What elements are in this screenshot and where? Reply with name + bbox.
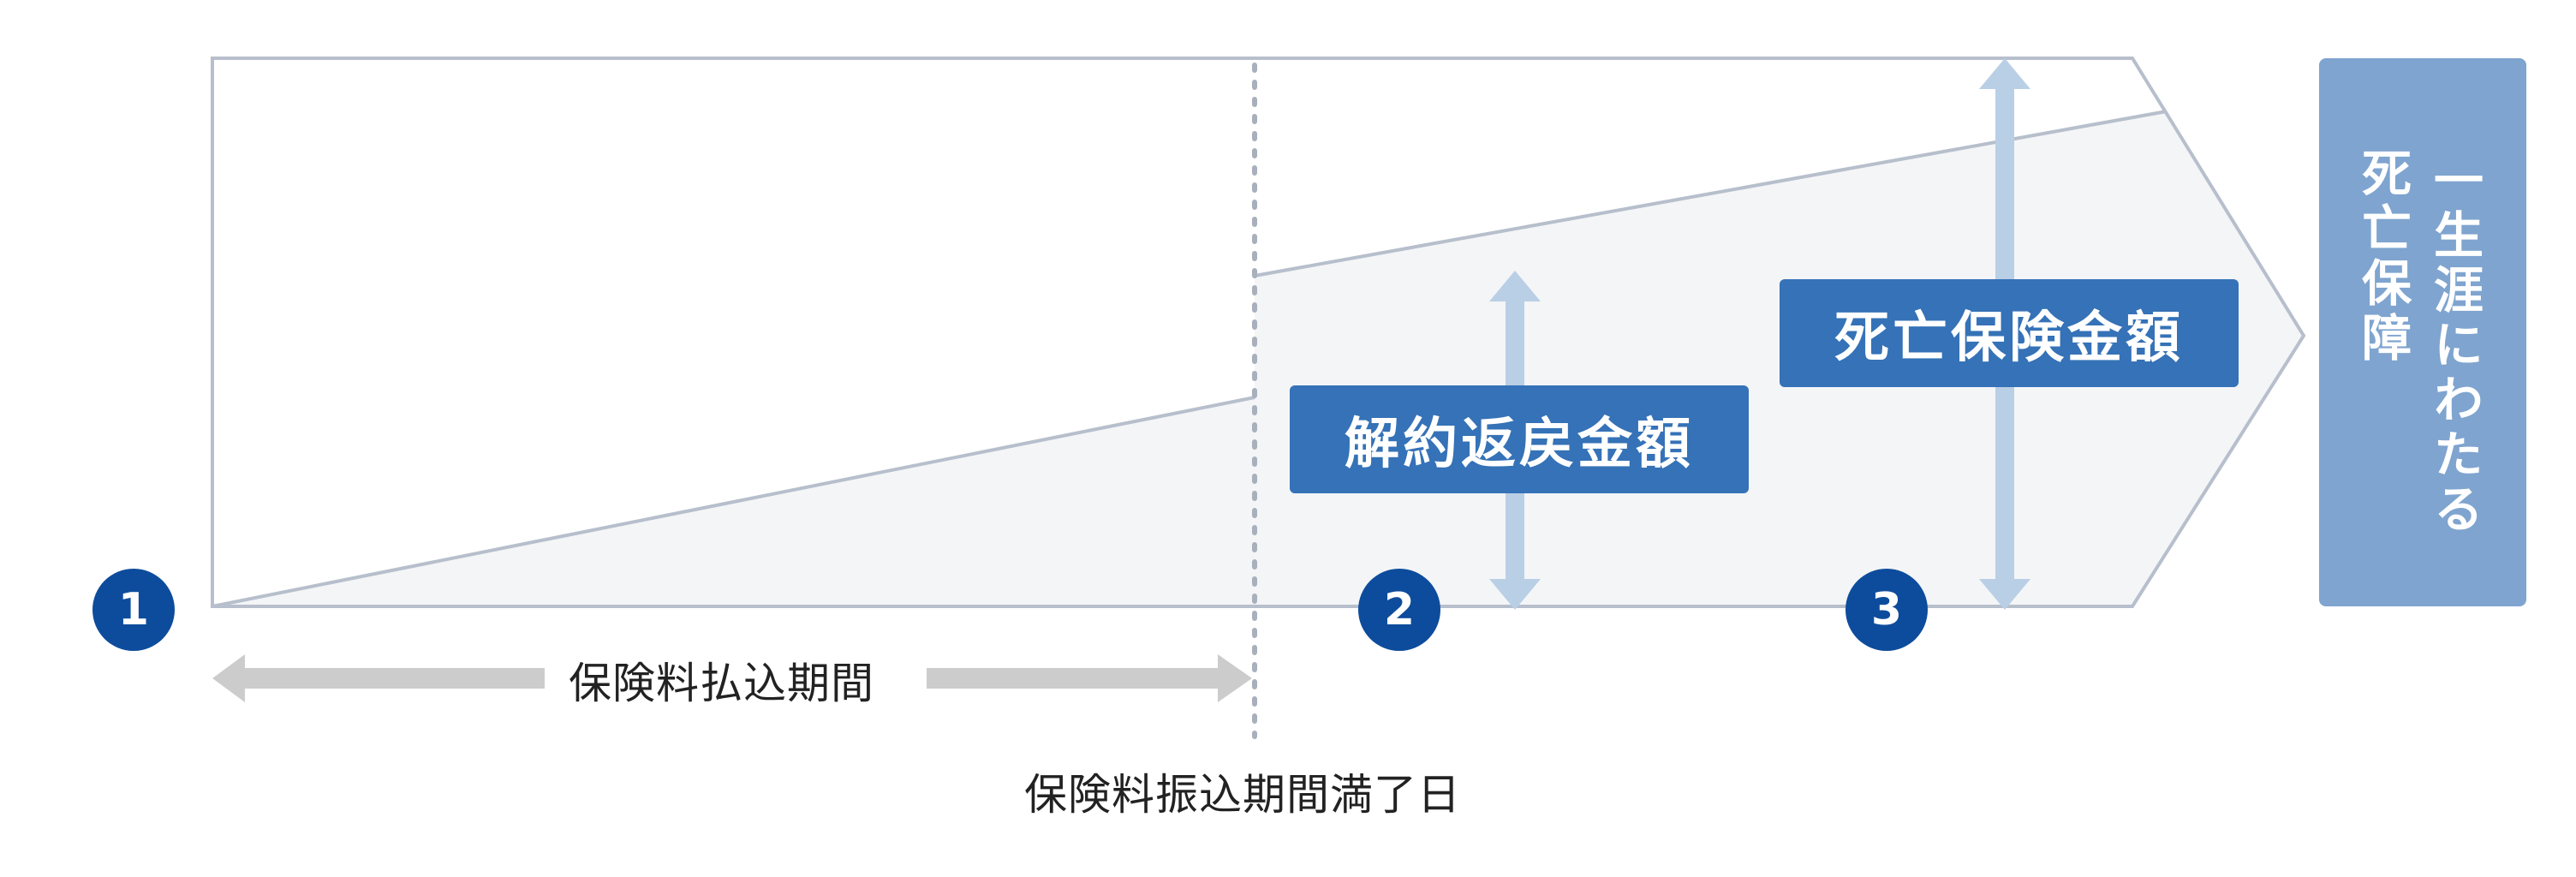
- surrender-value-label: 解約返戻金額: [1290, 385, 1749, 493]
- death-benefit-label: 死亡保険金額: [1780, 279, 2239, 387]
- payment-period-arrow: [212, 654, 1252, 702]
- step-2-badge: 2: [1358, 569, 1440, 651]
- lifetime-coverage-text-line1: 一生涯にわたる: [2425, 154, 2484, 538]
- cash-value-area: [212, 111, 2304, 606]
- payment-end-date-label: 保険料振込期間満了日: [1024, 770, 1461, 820]
- coverage-outline: [211, 57, 2306, 608]
- cash-value-line-1: [212, 396, 1255, 608]
- lifetime-coverage-text-line2: 死亡保障: [2353, 147, 2412, 367]
- cash-value-line-2: [1254, 110, 2168, 277]
- lifetime-coverage-panel: 一生涯にわたる 死亡保障: [2319, 58, 2526, 606]
- step-1-badge: 1: [92, 569, 175, 651]
- payment-period-label: 保険料払込期間: [569, 659, 874, 708]
- step-3-badge: 3: [1846, 569, 1928, 651]
